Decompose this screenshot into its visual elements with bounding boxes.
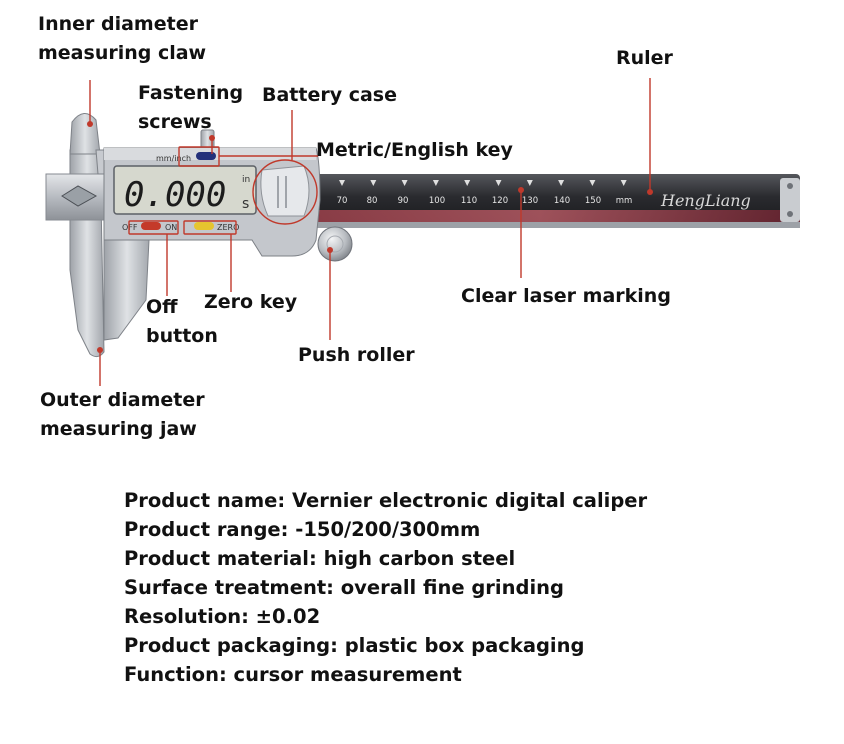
- label-clear-laser-marking: Clear laser marking: [461, 285, 671, 307]
- zero-button[interactable]: [194, 222, 214, 230]
- label-outer-diameter-jaw: Outer diameter measuring jaw: [40, 386, 205, 444]
- outer-diameter-jaw: [45, 113, 155, 358]
- label-line: Fastening: [138, 82, 244, 104]
- scale-tick: [432, 180, 439, 186]
- label-line: measuring jaw: [40, 418, 197, 440]
- scale-unit: mm: [616, 196, 633, 206]
- scale-number: 100: [429, 196, 445, 206]
- scale-number: 70: [337, 196, 348, 206]
- label-push-roller: Push roller: [298, 344, 415, 366]
- label-inner-diameter-claw: Inner diameter measuring claw: [38, 10, 206, 68]
- callout-dots: [87, 121, 653, 353]
- spec-product-name: Product name: Vernier electronic digital…: [124, 489, 648, 512]
- label-line: Off: [146, 296, 178, 318]
- battery-case: [260, 165, 310, 217]
- scale-number: 130: [522, 196, 538, 206]
- label-line: measuring claw: [38, 42, 207, 64]
- callout-markers: [89, 78, 651, 386]
- mm-inch-label: mm/inch: [156, 154, 191, 163]
- scale-tick: [526, 180, 533, 186]
- on-label: ON: [165, 223, 177, 232]
- spec-resolution: Resolution: ±0.02: [124, 605, 321, 628]
- scale-tick: [401, 180, 408, 186]
- off-button[interactable]: [141, 222, 161, 230]
- off-label: OFF: [122, 223, 138, 232]
- lcd-reading: 0.000: [124, 175, 226, 215]
- push-roller[interactable]: [317, 226, 353, 262]
- label-ruler: Ruler: [616, 47, 673, 69]
- label-off-button: Off button: [146, 293, 218, 351]
- label-line: Outer diameter: [40, 389, 205, 411]
- scale-tick: [339, 180, 345, 186]
- diamond-logo-icon: [61, 185, 98, 207]
- caliper-figure: 70 80 90 100 110 120 130 140 150 mm Heng…: [45, 78, 800, 386]
- label-line: Inner diameter: [38, 13, 198, 35]
- scale-tick: [589, 180, 596, 186]
- spec-function: Function: cursor measurement: [124, 663, 462, 686]
- lcd-screen: 0.000 in s: [113, 165, 257, 215]
- scale-tick: [558, 180, 565, 186]
- label-fastening-screws: Fastening screws: [138, 79, 243, 137]
- metric-english-key[interactable]: [196, 152, 216, 160]
- spec-packaging: Product packaging: plastic box packaging: [124, 634, 585, 657]
- scale-tick: [495, 180, 502, 186]
- scale-tick: [620, 180, 627, 186]
- lcd-unit-in: in: [242, 175, 250, 185]
- lcd-unit-s: s: [242, 196, 249, 212]
- label-line: screws: [138, 111, 212, 133]
- label-metric-english-key: Metric/English key: [316, 139, 513, 161]
- spec-product-range: Product range: -150/200/300mm: [124, 518, 481, 541]
- ruler-scale: 70 80 90 100 110 120 130 140 150 mm: [337, 180, 633, 206]
- label-zero-key: Zero key: [204, 291, 298, 313]
- scale-number: 90: [398, 196, 409, 206]
- label-line: button: [146, 325, 218, 347]
- zero-label: ZERO: [217, 223, 239, 232]
- product-specs: Product name: Vernier electronic digital…: [124, 486, 647, 689]
- brand-logo: HengLiang: [660, 191, 751, 210]
- scale-number: 150: [585, 196, 601, 206]
- spec-product-material: Product material: high carbon steel: [124, 547, 516, 570]
- scale-tick: [464, 180, 471, 186]
- scale-number: 120: [492, 196, 508, 206]
- label-battery-case: Battery case: [262, 84, 398, 106]
- scale-tick: [370, 180, 377, 186]
- scale-number: 80: [367, 196, 378, 206]
- spec-surface-treatment: Surface treatment: overall fine grinding: [124, 576, 564, 599]
- scale-number: 140: [554, 196, 570, 206]
- scale-number: 110: [461, 196, 477, 206]
